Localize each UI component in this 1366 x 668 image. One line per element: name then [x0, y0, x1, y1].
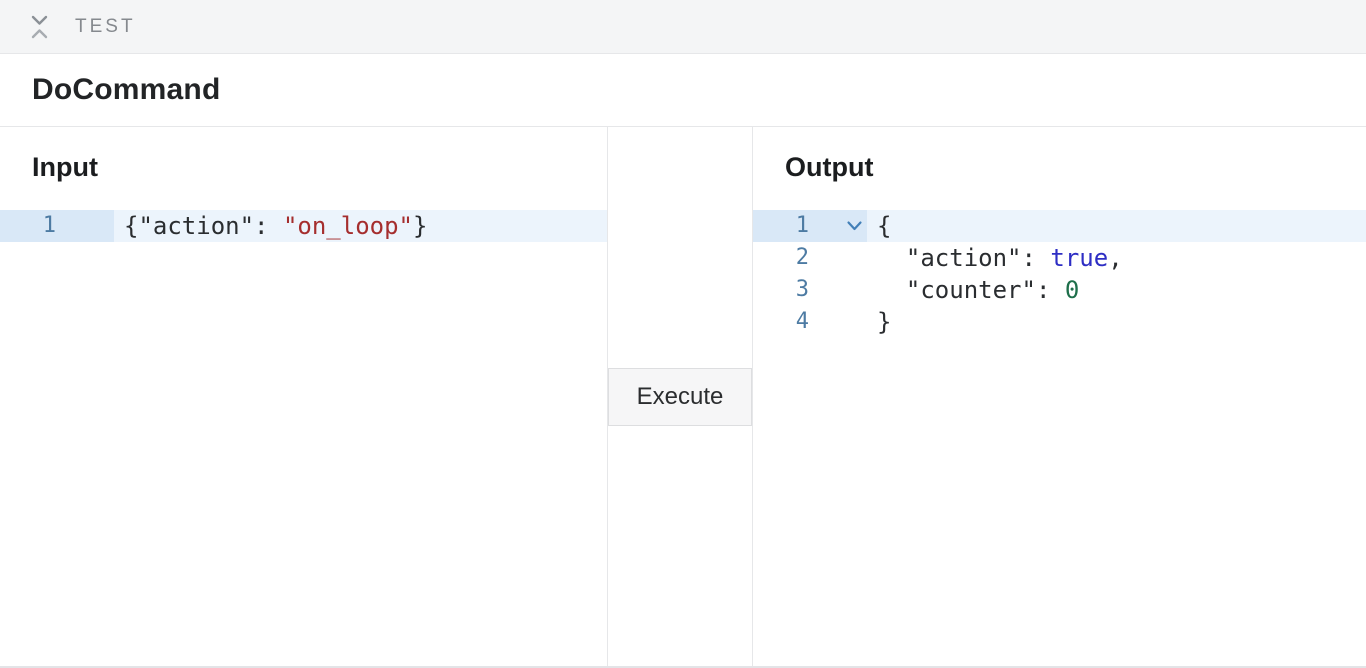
execute-button[interactable]: Execute: [608, 367, 752, 426]
line-gutter: 1: [0, 210, 114, 242]
fold-gutter-spacer: [815, 274, 867, 306]
editor-line[interactable]: 2 "action": true,: [753, 242, 1366, 274]
code-line: {"action": "on_loop"}: [114, 210, 607, 242]
code-line: }: [877, 308, 892, 336]
code-line: "action": true,: [877, 244, 1123, 272]
line-gutter: 4: [753, 306, 867, 338]
fold-chevron-icon[interactable]: [815, 210, 867, 242]
editor-line[interactable]: 1{: [753, 210, 1366, 242]
collapse-panel-button[interactable]: [28, 13, 50, 41]
input-panel: Input 1 {"action": "on_loop"}: [0, 127, 608, 666]
command-title: DoCommand: [32, 73, 221, 106]
test-topbar: TEST: [0, 0, 1366, 54]
input-code-editor[interactable]: 1 {"action": "on_loop"}: [0, 210, 607, 242]
code-line: {: [867, 210, 1366, 242]
input-heading: Input: [32, 152, 98, 182]
code-line: "counter": 0: [877, 276, 1080, 304]
collapse-vertical-icon: [31, 15, 47, 38]
fold-gutter-spacer: [815, 306, 867, 338]
command-header: DoCommand: [0, 54, 1366, 127]
editor-line[interactable]: 4}: [753, 306, 1366, 338]
topbar-title: TEST: [75, 15, 136, 37]
line-gutter: 3: [753, 274, 867, 306]
line-number: 1: [42, 213, 56, 238]
fold-gutter-spacer: [62, 210, 114, 242]
output-heading: Output: [785, 152, 874, 182]
line-number: 2: [795, 245, 809, 270]
editor-line[interactable]: 1 {"action": "on_loop"}: [0, 210, 607, 242]
output-panel: Output 1{2 "action": true,3 "counter": 0…: [753, 127, 1366, 666]
line-number: 3: [795, 277, 809, 302]
line-number: 4: [795, 309, 809, 334]
line-gutter: 1: [753, 210, 867, 242]
line-number: 1: [795, 213, 809, 238]
test-panels: Input 1 {"action": "on_loop"} Execute Out…: [0, 127, 1366, 668]
fold-gutter-spacer: [815, 242, 867, 274]
execute-column: Execute: [608, 127, 753, 666]
line-gutter: 2: [753, 242, 867, 274]
editor-line[interactable]: 3 "counter": 0: [753, 274, 1366, 306]
